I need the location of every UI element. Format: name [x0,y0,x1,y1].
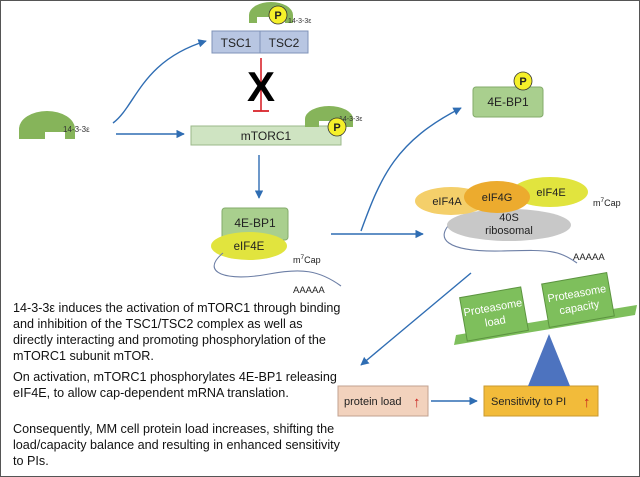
ebp1-box-free [472,86,544,118]
tsc-complex: 14-3-3ε P TSC1 TSC2 [211,2,311,54]
protein-load-up-arrow: ↑ [413,394,421,411]
ebp1-label-free: 4E-BP1 [487,95,529,109]
arrow-to-protein-load [360,272,472,366]
ebp1-eif4e-complex: 4E-BP1 eIF4E m7Cap AAAAA [211,207,342,296]
eif4e-label-translation: eIF4E [536,187,565,199]
polya-label-bound: AAAAA [293,285,325,296]
adapter-14-3-3-label-top: 14-3-3ε [288,18,311,25]
proteasome-load-box [459,286,529,342]
phospho-label-mtorc1: P [333,122,340,134]
sensitivity-pi: Sensitivity to PI ↑ [483,385,599,417]
proteasome-capacity-group: Proteasome capacity [541,272,615,328]
sensitivity-up-arrow: ↑ [583,394,591,411]
arrow-to-phospho-4ebp1 [360,107,462,232]
ribosome-40s [447,209,571,241]
phospho-circle-tsc2 [268,5,288,25]
eif4a-label: eIF4A [432,196,462,208]
phospho-circle-mtorc1 [327,117,347,137]
eif4g-shape [464,181,530,213]
phospho-label-tsc2: P [274,10,281,22]
eif4e-translation [512,177,588,207]
tsc-inhibition: X [247,58,275,112]
adapter-14-3-3-free: 14-3-3ε [19,111,90,139]
cap-label-translation: m7Cap [593,197,621,208]
mtorc1-label: mTORC1 [241,129,292,143]
adapter-14-3-3-on-mtorc1 [305,106,353,127]
mtorc1-complex: mTORC1 14-3-3ε P [190,106,362,146]
tsc2-box [259,30,309,54]
mrna-strand-translation [443,218,578,264]
balance-fulcrum [528,334,570,386]
eif4e-bound [211,232,287,260]
ribosome-label-2: ribosomal [485,225,533,237]
proteasome-load-group: Proteasome load [459,286,529,342]
description-para-3: Consequently, MM cell protein load incre… [13,422,340,468]
cap-label-bound: m7Cap [293,254,321,265]
mrna-strand-bound [213,252,342,287]
sensitivity-label: Sensitivity to PI [491,396,566,408]
ebp1-label-bound: 4E-BP1 [234,216,276,230]
ebp1-phosphorylated: 4E-BP1 P [472,71,544,118]
sensitivity-box [483,385,599,417]
polya-label-translation: AAAAA [573,252,605,263]
inhibition-x-mark: X [247,63,275,110]
proteasome-capacity-box [541,272,615,328]
description-para-1: 14-3-3ε induces the activation of mTORC1… [13,301,341,363]
proteasome-load-label-2: load [484,314,507,329]
ribosome-label-1: 40S [499,212,519,224]
translation-complex: 40S ribosomal eIF4A eIF4E eIF4G m7Cap AA… [415,177,621,264]
description-para-2: On activation, mTORC1 phosphorylates 4E-… [13,370,337,400]
protein-load: protein load ↑ [337,385,429,417]
tsc2-label: TSC2 [269,36,300,50]
eif4g-label: eIF4G [482,192,513,204]
eif4e-label-bound: eIF4E [234,241,265,253]
adapter-14-3-3-shape-left [19,111,75,139]
protein-load-box [337,385,429,417]
balance-scale: Proteasome load Proteasome capacity [454,272,637,386]
adapter-14-3-3-label-left: 14-3-3ε [63,125,90,134]
phospho-circle-4ebp1 [513,71,533,91]
adapter-14-3-3-label-mtorc1: 14-3-3ε [339,116,362,123]
protein-load-label: protein load [344,396,402,408]
tsc1-label: TSC1 [221,36,252,50]
arrow-to-tsc [112,39,207,124]
phospho-label-4ebp1: P [519,76,526,88]
